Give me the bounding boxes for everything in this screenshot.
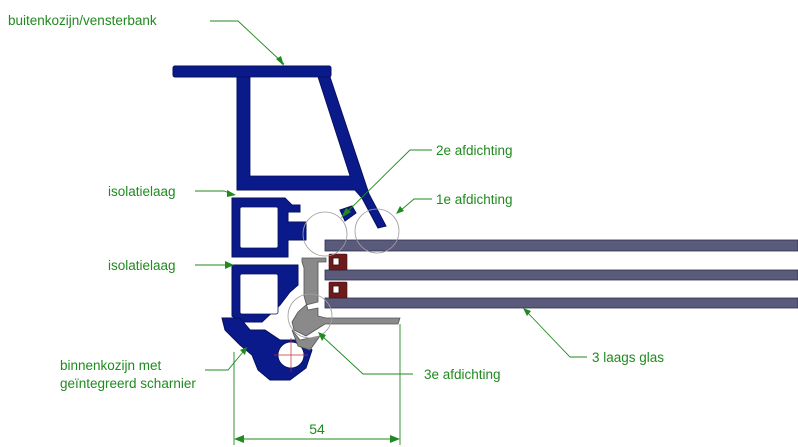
- label-seal-2: 2e afdichting: [436, 143, 513, 158]
- annotation-labels: buitenkozijn/vensterbank 2e afdichting 1…: [8, 13, 664, 391]
- label-inner-frame-line1: binnenkozijn met: [60, 358, 162, 373]
- label-insulation-1: isolatielaag: [108, 184, 176, 199]
- glass-pane-outer: [324, 239, 798, 252]
- dimension-value: 54: [309, 421, 325, 437]
- glass-pane-middle: [324, 269, 798, 281]
- glass-pane-inner: [324, 297, 798, 309]
- glazing-spacers: [328, 253, 348, 299]
- seal-1-detail-circle: [354, 208, 400, 254]
- outer-frame-profile: [172, 65, 387, 381]
- width-dimension: 54: [233, 324, 401, 445]
- triple-glazing: [324, 239, 798, 309]
- seal-detail-circles: [287, 208, 400, 339]
- inner-frame-gasket: [291, 257, 401, 351]
- label-insulation-2: isolatielaag: [108, 258, 176, 273]
- label-glass: 3 laags glas: [592, 350, 664, 365]
- label-seal-3: 3e afdichting: [424, 367, 501, 382]
- seal-3-detail-circle: [287, 293, 333, 339]
- seal-2-detail-circle: [302, 211, 348, 257]
- label-inner-frame-line2: geïntegreerd scharnier: [60, 376, 196, 391]
- label-outer-frame: buitenkozijn/vensterbank: [8, 13, 157, 28]
- annotation-leaders: [195, 20, 587, 375]
- label-seal-1: 1e afdichting: [436, 192, 513, 207]
